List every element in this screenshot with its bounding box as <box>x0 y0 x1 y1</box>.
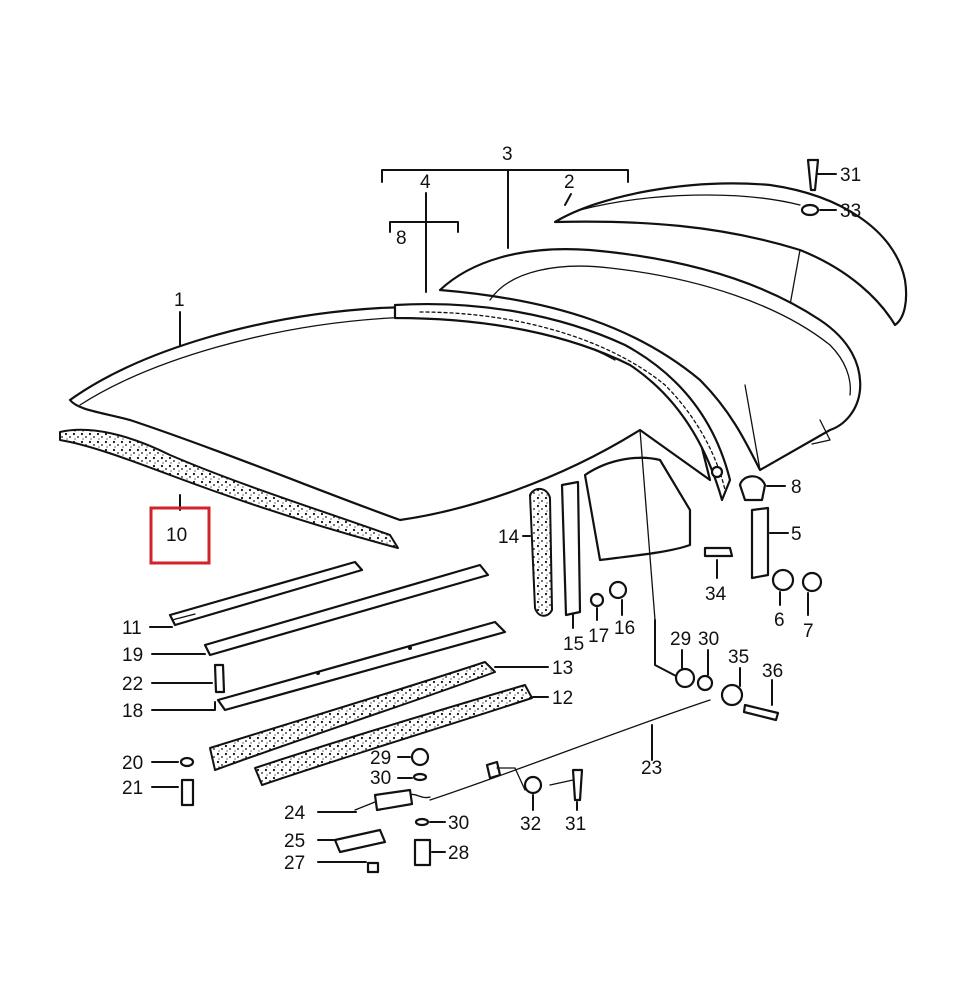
callout-35: 35 <box>728 647 749 668</box>
callout-5: 5 <box>791 524 802 545</box>
part-5-strap <box>750 506 770 580</box>
callout-6: 6 <box>774 610 785 631</box>
callout-18: 18 <box>122 701 143 722</box>
part-15-strip <box>560 480 582 617</box>
part-22-pin <box>213 663 226 694</box>
part-12-seal <box>254 684 533 786</box>
callout-23: 23 <box>641 758 662 779</box>
callout-labels: 3 2 4 8 1 10 31 33 8 5 14 34 6 7 17 16 1… <box>122 144 861 874</box>
part-17-washer <box>589 592 605 608</box>
callout-32: 32 <box>520 814 541 835</box>
leader-lines <box>149 169 837 863</box>
callout-27: 27 <box>284 853 305 874</box>
part-31-screw-top <box>806 158 820 192</box>
callout-19: 19 <box>122 645 143 666</box>
callout-31-top: 31 <box>840 165 861 186</box>
callout-29-right: 29 <box>670 629 691 650</box>
part-34-bolt <box>703 546 734 558</box>
callout-21: 21 <box>122 778 143 799</box>
callout-25: 25 <box>284 831 305 852</box>
highlight-box <box>149 506 211 565</box>
callout-12: 12 <box>552 688 573 709</box>
callout-1: 1 <box>174 290 185 311</box>
part-21-screw <box>180 778 195 807</box>
part-13-seal <box>209 661 496 771</box>
callout-30-lower: 30 <box>370 768 391 789</box>
part-14-seal <box>529 487 553 617</box>
callout-20: 20 <box>122 753 143 774</box>
part-29-nut-right <box>674 667 696 689</box>
callout-22: 22 <box>122 674 143 695</box>
part-31-screw-lower <box>549 768 584 802</box>
callout-30-low2: 30 <box>448 813 469 834</box>
part-2-rear-window <box>553 182 908 327</box>
part-20-washer <box>179 756 195 768</box>
part-18-rail <box>216 620 507 712</box>
callout-31-lower: 31 <box>565 814 586 835</box>
part-27-cap <box>366 861 380 874</box>
part-6-grommet <box>771 568 795 592</box>
callout-24: 24 <box>284 803 306 824</box>
callout-4: 4 <box>420 172 431 193</box>
callout-14: 14 <box>498 527 520 548</box>
part-10-front-seal <box>59 428 399 549</box>
callout-30-right: 30 <box>698 629 719 650</box>
callout-29-lower: 29 <box>370 748 391 769</box>
part-35-plate <box>720 683 744 707</box>
part-29-nut-lower <box>410 747 430 767</box>
part-32-washer <box>523 775 543 795</box>
callout-11: 11 <box>122 618 142 639</box>
part-1-hardtop <box>68 302 732 522</box>
part-8-bracket <box>738 475 767 502</box>
part-36-screw <box>742 703 780 722</box>
part-16-nut <box>608 580 628 600</box>
part-24-spring <box>354 788 431 812</box>
part-side-panel <box>583 429 692 621</box>
part-11-strip <box>168 560 364 627</box>
part-19-rail <box>203 563 490 657</box>
part-30-washer-low2 <box>414 817 430 827</box>
part-7-cap <box>801 571 823 593</box>
callout-2: 2 <box>564 172 575 193</box>
callout-34: 34 <box>705 584 727 605</box>
part-30-washer-right <box>696 674 714 692</box>
callout-8-right: 8 <box>791 477 802 498</box>
callout-15: 15 <box>563 634 584 655</box>
callout-28: 28 <box>448 843 469 864</box>
part-3-hood-rear <box>438 248 862 472</box>
callout-7: 7 <box>803 621 814 642</box>
callout-8-top: 8 <box>396 228 407 249</box>
callout-33: 33 <box>840 201 861 222</box>
callout-10: 10 <box>166 525 187 546</box>
part-28-bolt <box>413 838 432 867</box>
part-33-nut <box>800 203 820 217</box>
callout-3: 3 <box>502 144 513 165</box>
callout-16: 16 <box>614 618 635 639</box>
callout-17: 17 <box>588 626 609 647</box>
part-25-clip <box>333 828 387 854</box>
callout-36: 36 <box>762 661 783 682</box>
part-23-cable <box>429 699 711 801</box>
part-30-washer-lower <box>412 772 428 782</box>
callout-13: 13 <box>552 658 573 679</box>
